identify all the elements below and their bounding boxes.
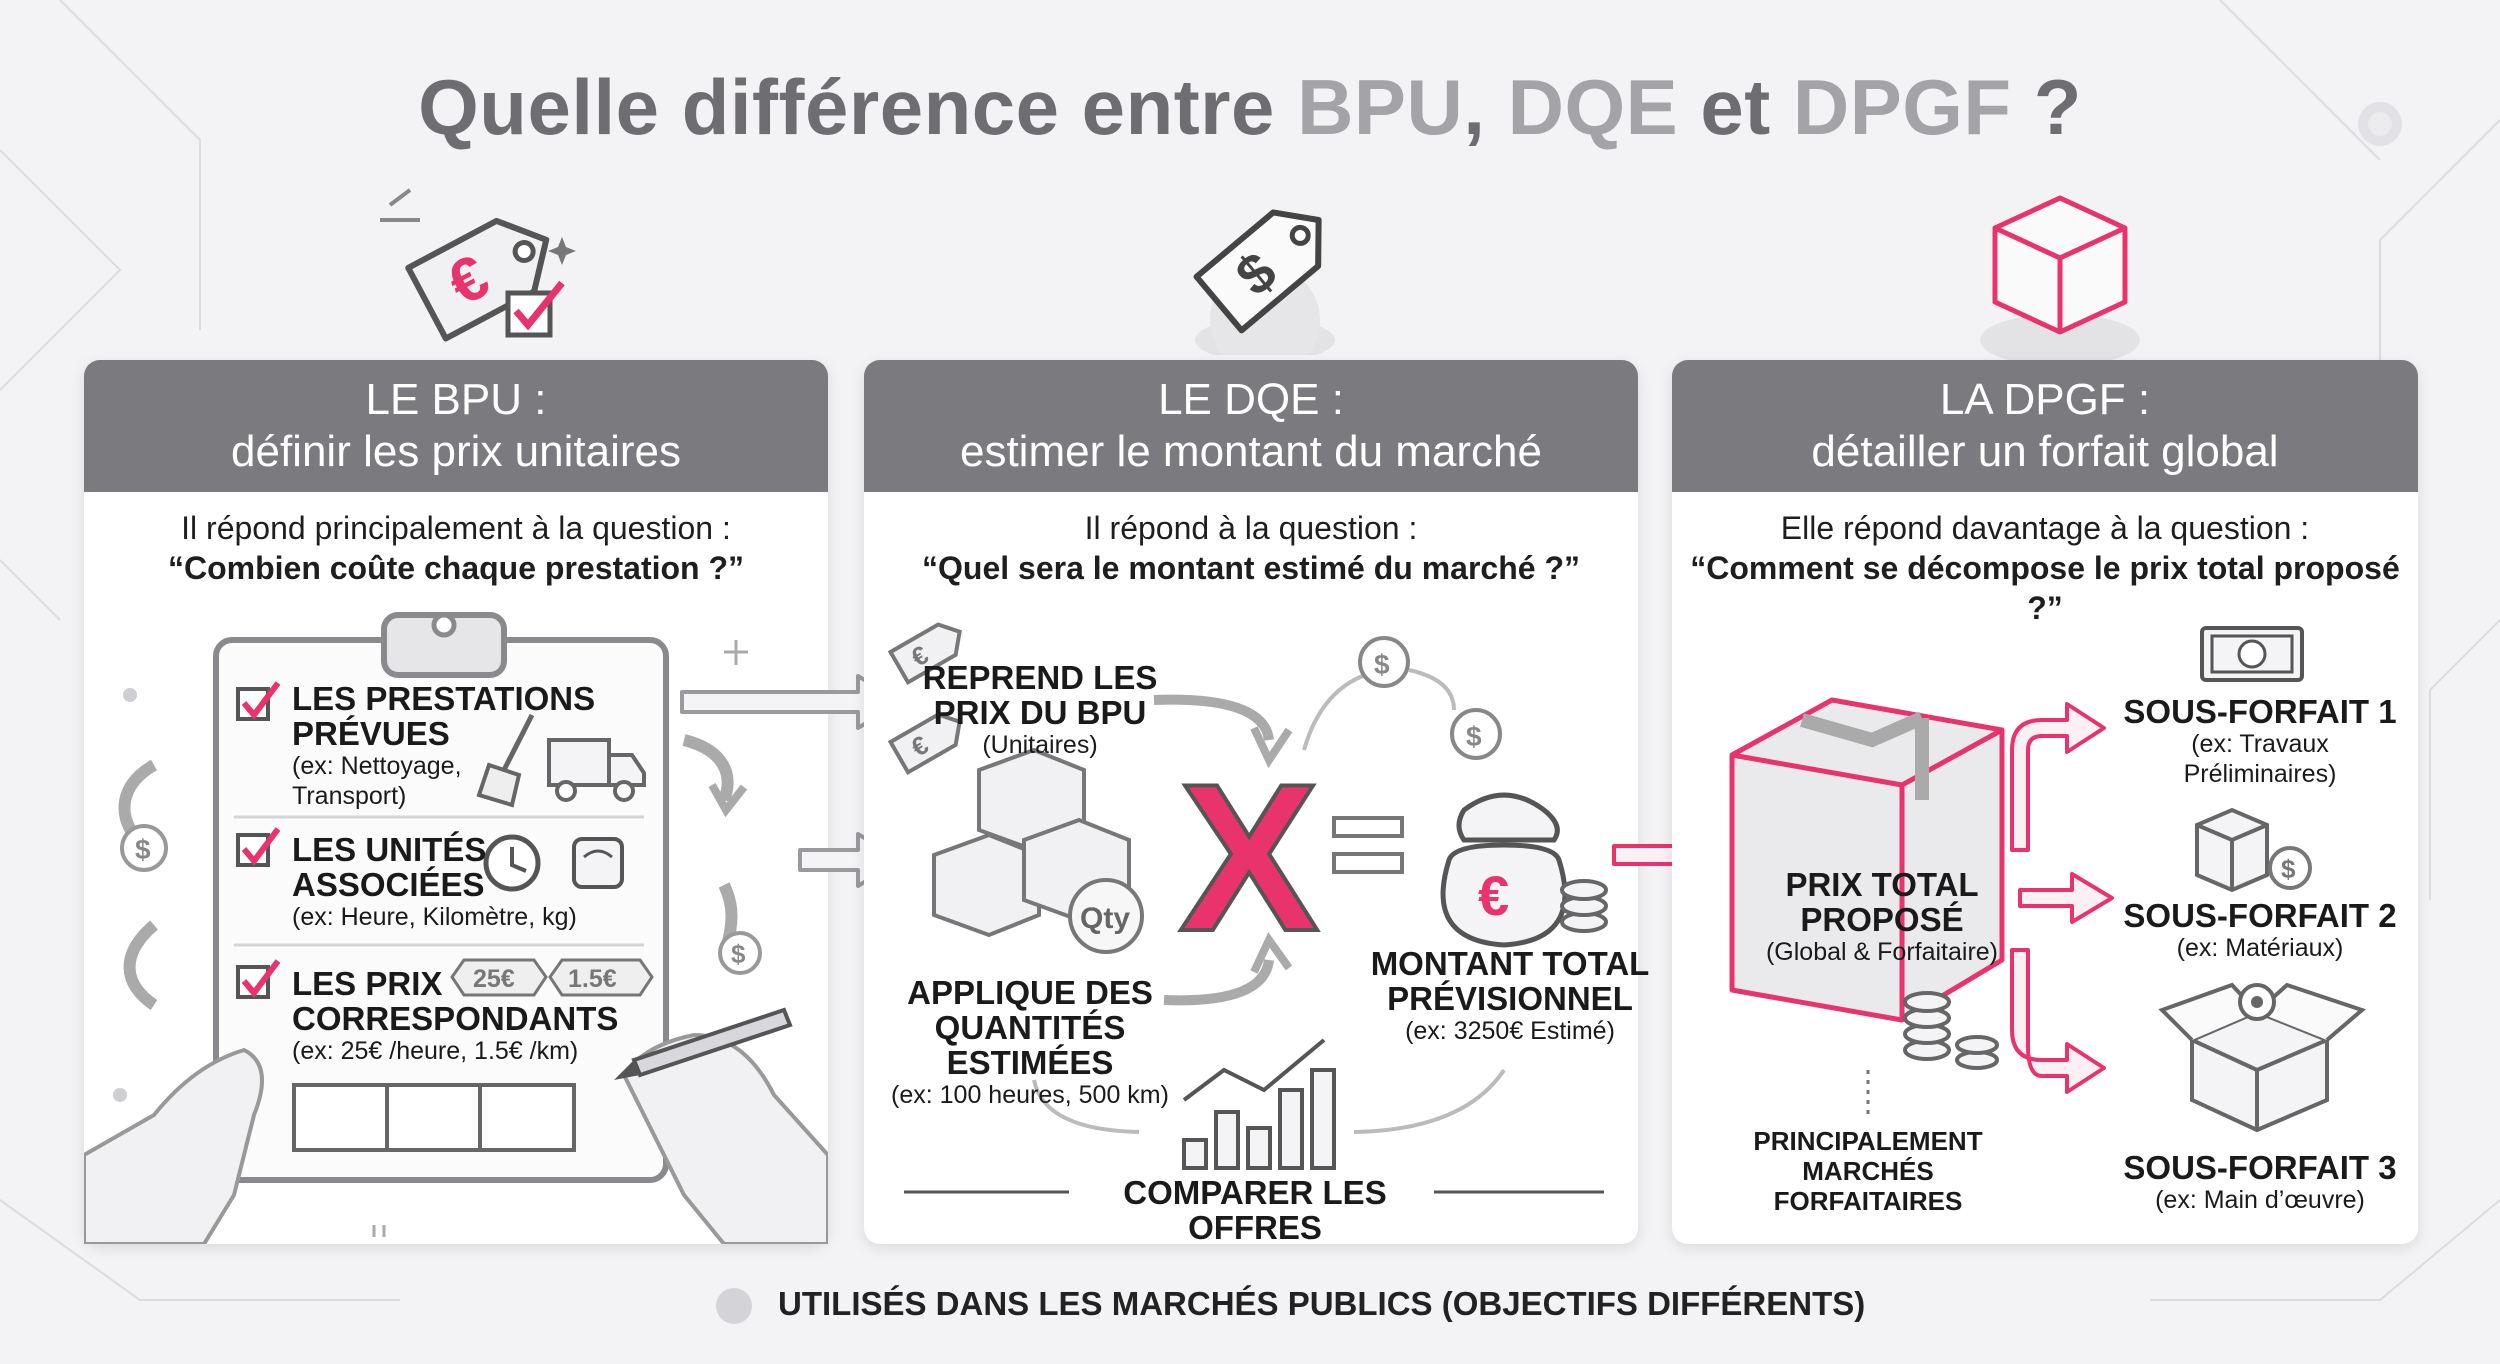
svg-text:25€: 25€ <box>473 965 515 993</box>
bpu-header-subtitle: définir les prix unitaires <box>231 427 681 476</box>
checkbox-icon <box>236 827 281 867</box>
dqe-total-label: MONTANT TOTAL PRÉVISIONNEL (ex: 3250€ Es… <box>1370 945 1650 1045</box>
dpgf-illustration: $ <box>1729 626 2366 1133</box>
svg-text:$: $ <box>1466 721 1482 752</box>
svg-text:$: $ <box>2281 854 2296 884</box>
bpu-intro: Il répond principalement à la question : <box>181 510 731 546</box>
bpu-item-prix: LES PRIX CORRESPONDANTS (ex: 25€ /heure,… <box>292 965 619 1065</box>
svg-text:$: $ <box>731 939 746 969</box>
broom-icon <box>476 713 535 808</box>
pen-icon <box>614 1007 793 1080</box>
title-bpu: BPU <box>1297 63 1464 151</box>
bpu-header-title: LE BPU : <box>365 375 547 424</box>
dpgf-box-label: PRIX TOTAL PROPOSÉ (Global & Forfaitaire… <box>1765 866 1999 966</box>
svg-text:$: $ <box>135 834 151 865</box>
euro-price-tag-icon: € <box>380 188 576 342</box>
dpgf-question: “Comment se décompose le prix total prop… <box>1690 550 2400 626</box>
dqe-compare-label: COMPARER LES OFFRES <box>1123 1174 1387 1246</box>
bpu-item-unites: LES UNITÉS ASSOCIÉES (ex: Heure, Kilomèt… <box>292 831 577 931</box>
banknote-icon <box>2200 626 2304 682</box>
dpgf-intro: Elle répond davantage à la question : <box>1780 510 2310 546</box>
dpgf-note: PRINCIPALEMENT MARCHÉS FORFAITAIRES <box>1753 1126 1983 1216</box>
checkbox-icon <box>236 959 281 999</box>
coin-stack-icon <box>1560 879 1608 933</box>
page-title: Quelle différence entre BPU, DQE et DPGF… <box>418 63 2082 151</box>
bpu-question: “Combien coûte chaque prestation ?” <box>167 550 745 586</box>
multiply-sign: X <box>1179 740 1319 975</box>
svg-text:Qty: Qty <box>1080 902 1130 935</box>
price-tag-icon: 25€ <box>450 958 548 997</box>
dpgf-header-subtitle: détailler un forfait global <box>1811 427 2279 476</box>
svg-text:€: € <box>1478 864 1509 927</box>
title-dqe: DQE <box>1507 63 1679 151</box>
svg-text:1.5€: 1.5€ <box>568 965 617 993</box>
dqe-question: “Quel sera le montant estimé du marché ?… <box>922 550 1580 586</box>
price-tag-icon: 1.5€ <box>548 958 654 997</box>
dqe-illustration: € € Qty $ $ X € <box>887 622 1608 1194</box>
dqe-header: LE DQE : estimer le montant du marché <box>864 360 1638 492</box>
cube-icon <box>1980 195 2140 360</box>
money-bag-icon: € <box>1440 792 1568 948</box>
title-dpgf: DPGF <box>1792 63 2012 151</box>
clock-icon <box>483 834 541 892</box>
dpgf-header: LA DPGF : détailler un forfait global <box>1672 360 2418 492</box>
footer-note: UTILISÉS DANS LES MARCHÉS PUBLICS (OBJEC… <box>778 1285 1866 1322</box>
sub-forfait-2: SOUS-FORFAIT 2 (ex: Matériaux) <box>2123 897 2397 962</box>
euro-tag-icon: € <box>887 622 962 686</box>
coin-stack-icon <box>1903 991 1999 1070</box>
svg-text:$: $ <box>1374 649 1390 680</box>
truck-icon <box>547 738 646 802</box>
dpgf-question-block: Elle répond davantage à la question : “C… <box>1672 508 2418 628</box>
small-box-icon <box>2195 807 2269 893</box>
open-box-gear-icon <box>2158 982 2366 1133</box>
footer-dot <box>716 1288 752 1324</box>
dqe-intro: Il répond à la question : <box>1084 510 1418 546</box>
bar-chart-icon <box>1182 1068 1336 1170</box>
dqe-header-subtitle: estimer le montant du marché <box>959 427 1543 476</box>
sub-forfait-3: SOUS-FORFAIT 3 (ex: Main d’œuvre) <box>2123 1149 2397 1214</box>
bpu-header: LE BPU : définir les prix unitaires <box>84 360 828 492</box>
euro-tag-icon: € <box>887 712 962 776</box>
bpu-question-block: Il répond principalement à la question :… <box>84 508 828 588</box>
dqe-reprend-label: REPREND LES PRIX DU BPU (Unitaires) <box>922 659 1158 759</box>
bpu-item-prestations: LES PRESTATIONS PRÉVUES (ex: Nettoyage, … <box>292 680 596 810</box>
checkbox-icon <box>236 681 281 721</box>
dqe-applique-label: APPLIQUE DES QUANTITÉS ESTIMÉES (ex: 100… <box>891 974 1169 1109</box>
sub-forfait-1: SOUS-FORFAIT 1 (ex: Travaux Préliminaire… <box>2123 693 2397 788</box>
dqe-header-title: LE DQE : <box>1158 375 1344 424</box>
bpu-clipboard-illustration: $ 25€ 1.5€ <box>84 612 828 1244</box>
dollar-price-tag-icon: $ <box>1193 209 1335 355</box>
dqe-question-block: Il répond à la question : “Quel sera le … <box>864 508 1638 588</box>
package-box-icon <box>1729 697 2005 1023</box>
dpgf-header-title: LA DPGF : <box>1939 375 2151 424</box>
scale-icon <box>572 837 624 889</box>
